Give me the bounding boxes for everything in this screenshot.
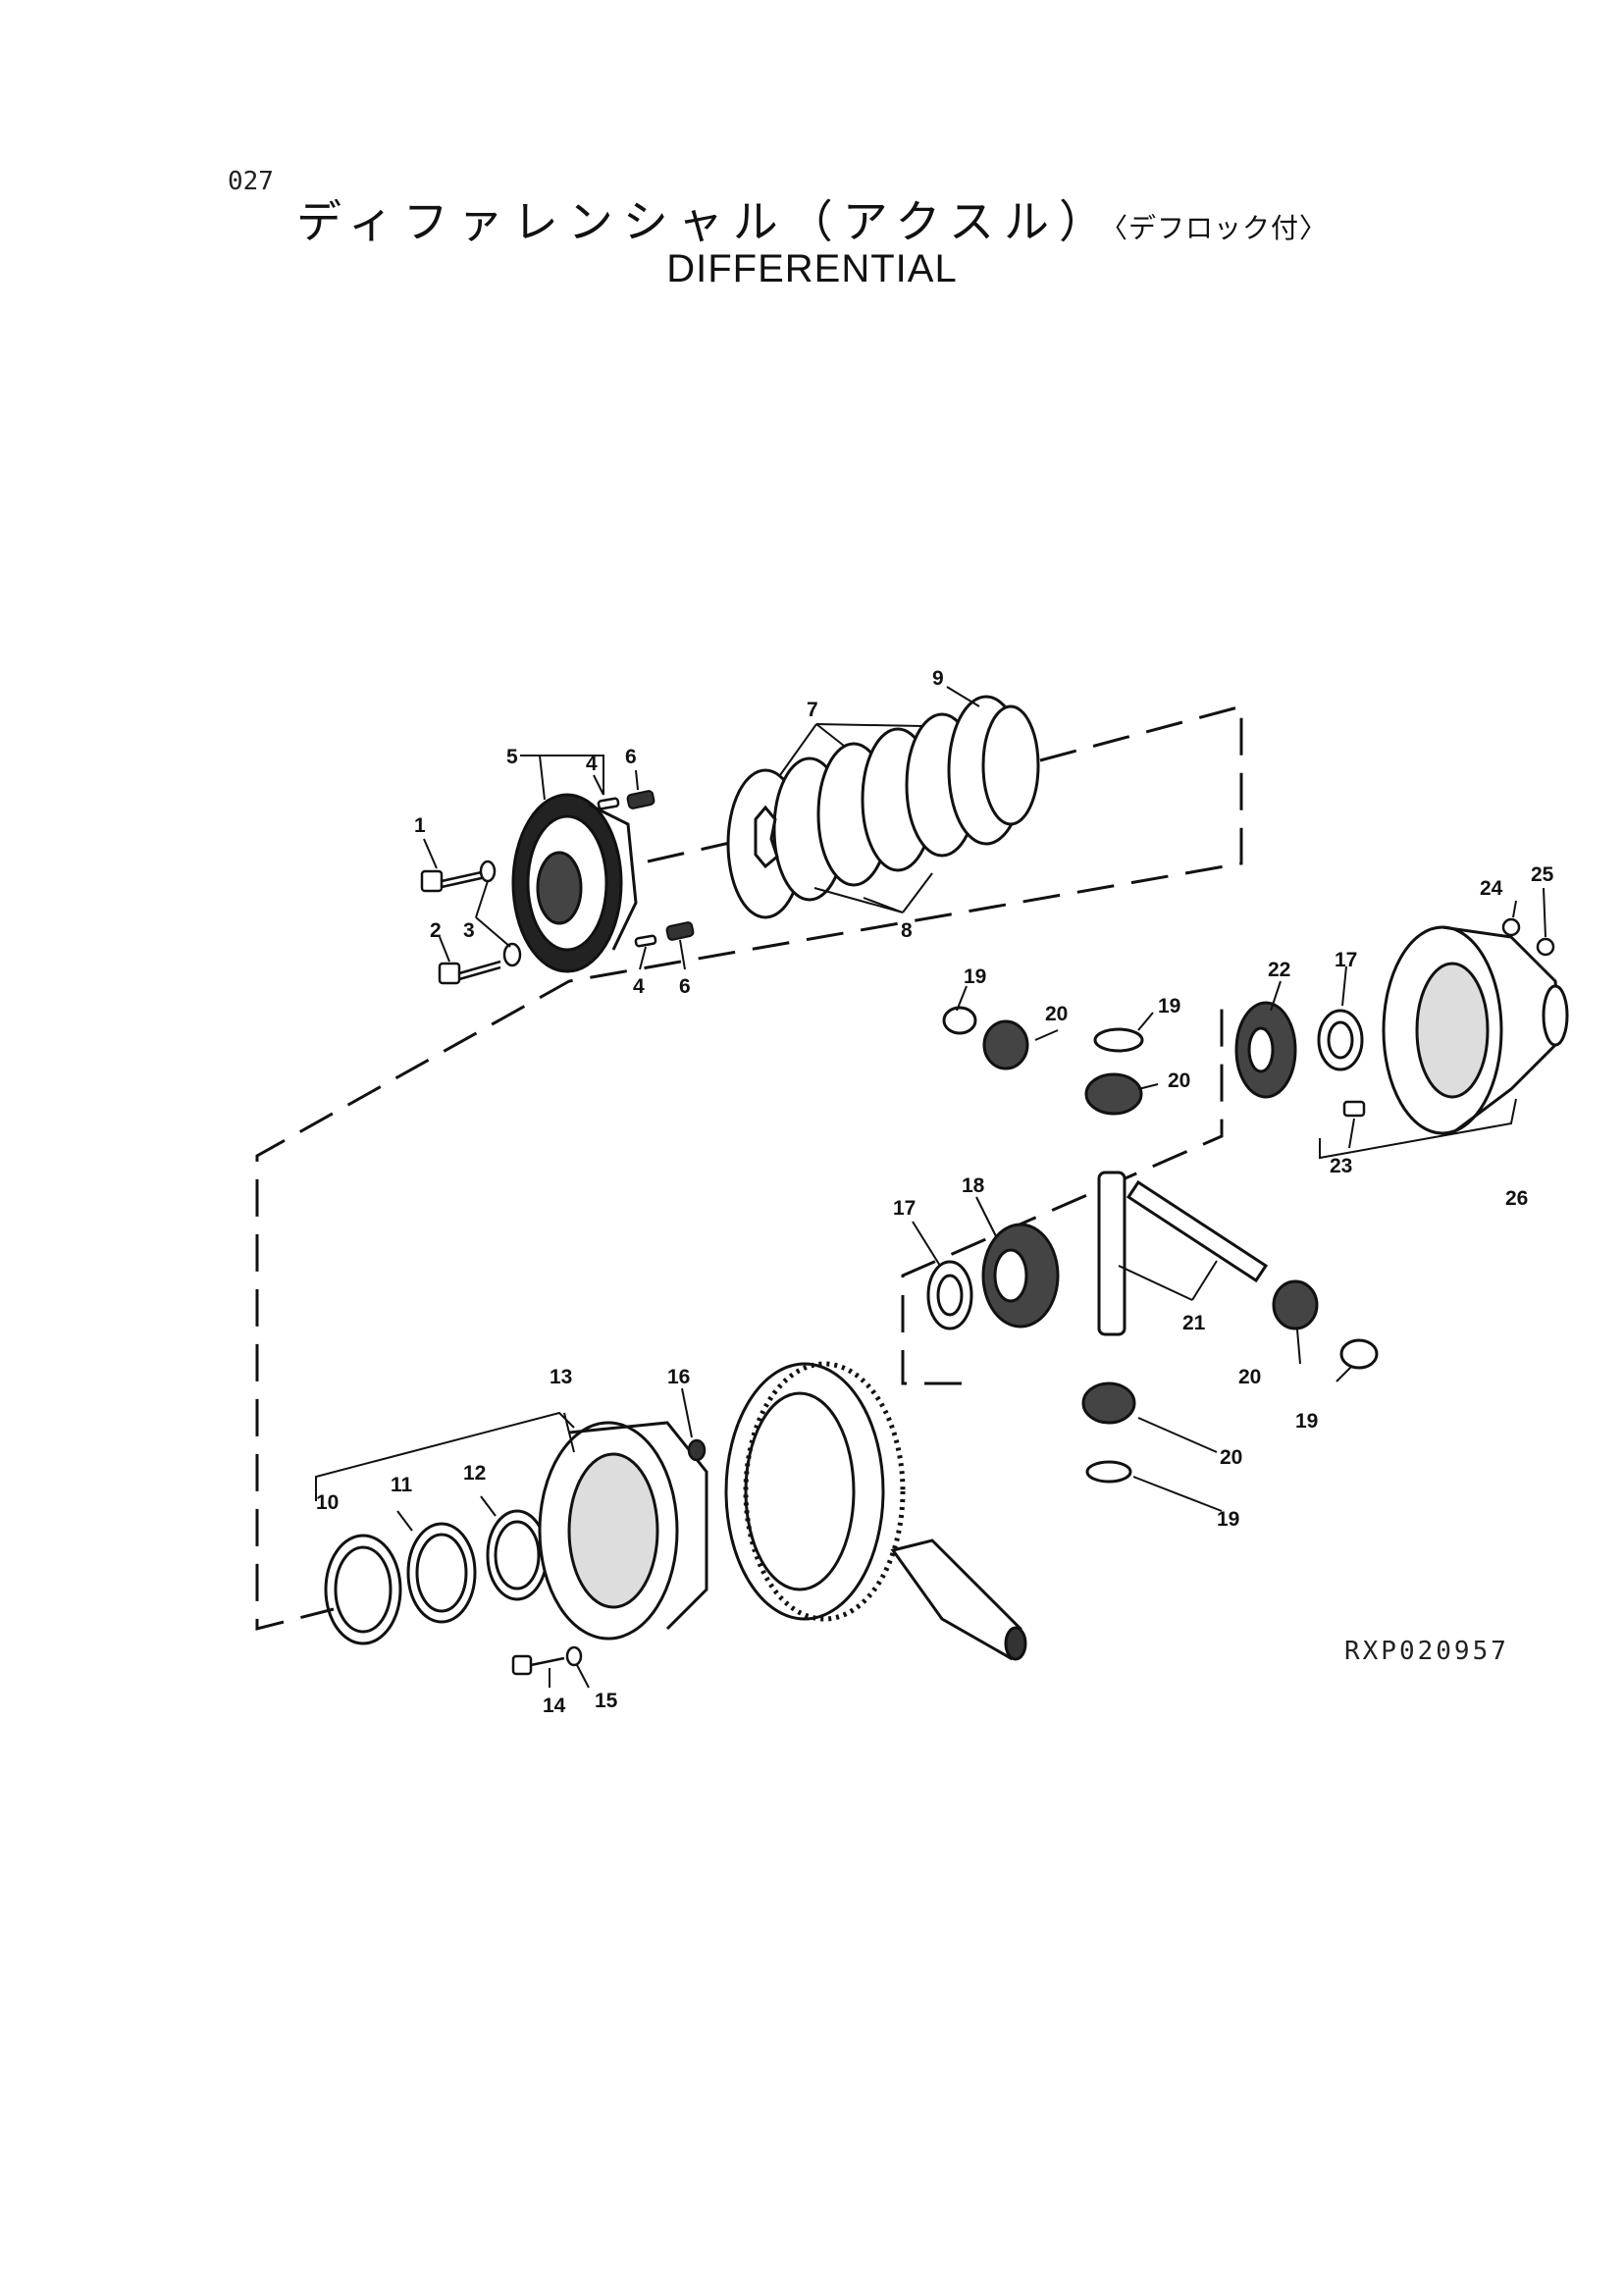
callout-19: 19 <box>1158 995 1180 1017</box>
case-half-part-26 <box>1382 925 1569 1135</box>
callout-19: 19 <box>1295 1410 1318 1433</box>
side-gear-part-18 <box>981 1223 1060 1329</box>
callout-22: 22 <box>1268 959 1290 981</box>
callout-24: 24 <box>1480 877 1503 900</box>
callout-15: 15 <box>595 1690 618 1712</box>
title-japanese-main: ディファレンシャル（アクスル） <box>295 195 1115 248</box>
callout-9: 9 <box>932 667 944 690</box>
callout-19: 19 <box>964 965 986 988</box>
pin-part-23 <box>1342 1100 1366 1118</box>
callout-14: 14 <box>543 1694 566 1717</box>
callout-17: 17 <box>1335 949 1357 971</box>
callout-2: 2 <box>430 919 442 942</box>
leader-lines <box>315 686 1546 1689</box>
ball-part-25 <box>1536 937 1555 957</box>
ball-part-24 <box>1501 917 1521 937</box>
drive-pinion <box>890 1538 1027 1661</box>
callout-4: 4 <box>633 975 645 998</box>
washer-part-15 <box>565 1645 583 1667</box>
reference-code: RXP020957 <box>1344 1637 1509 1666</box>
pinion-gears-part-20 <box>982 1019 1319 1425</box>
side-gear-part-22 <box>1234 1001 1297 1099</box>
ring-gear <box>724 1361 906 1622</box>
bolt-part-2 <box>438 960 501 985</box>
callout-19: 19 <box>1217 1508 1239 1531</box>
callout-20: 20 <box>1168 1069 1190 1092</box>
callout-6: 6 <box>679 975 691 998</box>
disc-pack-parts-7-8-9 <box>726 695 1040 919</box>
title-japanese-suffix: 〈デフロック付〉 <box>1114 212 1329 244</box>
callout-6: 6 <box>625 746 637 768</box>
ring-part-10 <box>324 1534 402 1645</box>
springs-part-6 <box>626 790 695 941</box>
callout-3: 3 <box>463 919 475 942</box>
callout-16: 16 <box>667 1366 690 1388</box>
title-english: DIFFERENTIAL <box>666 247 958 290</box>
callout-4: 4 <box>586 753 598 775</box>
callout-21: 21 <box>1182 1312 1206 1334</box>
title-japanese: ディファレンシャル（アクスル）〈デフロック付〉 <box>0 186 1624 251</box>
page-number: 027 <box>228 167 274 196</box>
cross-shafts-part-21 <box>1097 1171 1269 1336</box>
ring-part-12 <box>486 1509 549 1601</box>
bolt-part-1 <box>420 869 487 893</box>
thrust-washers-part-19 <box>942 1006 1379 1484</box>
callout-20: 20 <box>1220 1446 1242 1469</box>
callout-8: 8 <box>901 919 913 942</box>
callout-11: 11 <box>391 1474 413 1496</box>
nut-part-16 <box>687 1438 707 1462</box>
callout-12: 12 <box>463 1462 486 1485</box>
callout-26: 26 <box>1505 1187 1528 1210</box>
callout-20: 20 <box>1238 1366 1261 1388</box>
callout-18: 18 <box>962 1174 985 1197</box>
callout-13: 13 <box>550 1366 572 1388</box>
thrust-washer-part-17 <box>926 1009 1364 1330</box>
callout-23: 23 <box>1330 1155 1352 1177</box>
callout-25: 25 <box>1531 863 1554 886</box>
callout-labels: 1 2 3 4 4 5 6 6 7 8 9 10 11 12 13 14 15 … <box>316 667 1554 1717</box>
callout-20: 20 <box>1045 1003 1068 1025</box>
pins-part-4 <box>597 797 657 948</box>
ring-part-11 <box>406 1522 477 1624</box>
callout-7: 7 <box>807 699 818 721</box>
piston-part-5 <box>511 793 638 973</box>
callout-1: 1 <box>414 814 426 837</box>
bolt-part-14 <box>511 1654 565 1676</box>
case-half-part-13 <box>538 1421 708 1641</box>
callout-17: 17 <box>893 1197 916 1220</box>
callout-10: 10 <box>316 1491 339 1514</box>
callout-5: 5 <box>506 746 518 768</box>
